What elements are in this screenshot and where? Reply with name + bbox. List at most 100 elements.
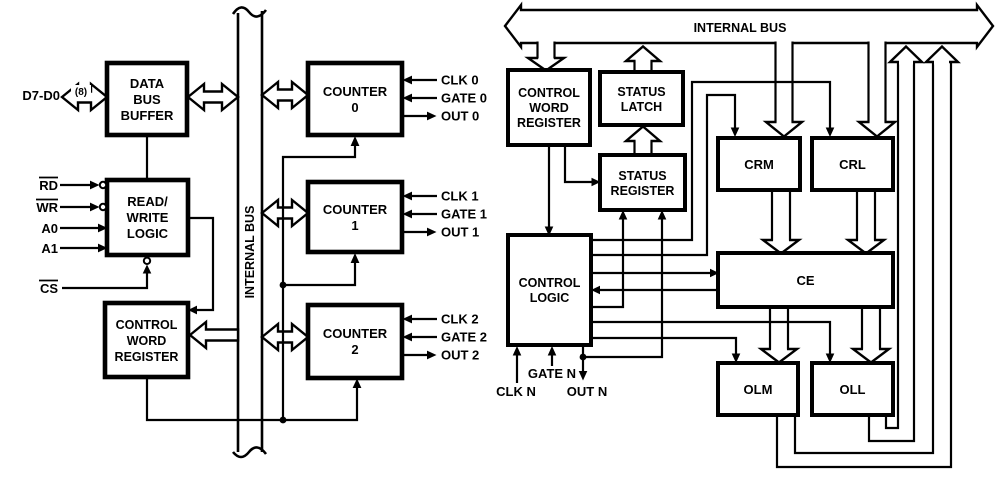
cwr-left-label-2: WORD [127, 334, 167, 348]
ce-box [716, 251, 895, 309]
output-latch-return-buses [775, 44, 961, 469]
cwr-right-label-2: WORD [529, 101, 569, 115]
rwl-label-2: WRITE [127, 210, 169, 225]
ce-label: CE [796, 273, 814, 288]
dbb-label-3: BUFFER [121, 108, 174, 123]
control-word-register-left-box [102, 300, 191, 380]
cwr-to-status-register-wire [563, 147, 592, 184]
bus-counter0-bidir-arrow [260, 79, 310, 111]
olm-label: OLM [744, 382, 773, 397]
clk2-arrowhead [402, 314, 412, 324]
out2-label: OUT 2 [441, 348, 479, 363]
counter-0-box [305, 60, 405, 138]
status-register-box [598, 153, 687, 212]
olm-return-bus-inner [793, 62, 935, 455]
control-riser-wire [281, 145, 357, 420]
ce-to-oll-shaft [863, 306, 879, 351]
olm-return-bus-outer [775, 62, 953, 469]
counter0-pins [402, 75, 437, 121]
oll-label: OLL [840, 382, 866, 397]
counter1-label-2: 1 [351, 218, 358, 233]
crm-label: CRM [744, 157, 774, 172]
status-latch-label-2: LATCH [621, 100, 662, 114]
crl-box [810, 136, 895, 192]
dbb-label-1: DATA [130, 76, 165, 91]
rwl-label-3: LOGIC [127, 226, 169, 241]
a0-pin-label: A0 [41, 221, 58, 236]
dbb-bus-bidir-arrow [186, 81, 240, 113]
status-register-label-2: REGISTER [611, 184, 675, 198]
cs-inverter-bubble [142, 256, 152, 265]
bus-to-crl-shaft [869, 40, 885, 124]
out1-label: OUT 1 [441, 225, 479, 240]
internal-bus-left [231, 6, 268, 459]
gate0-label: GATE 0 [441, 91, 487, 106]
out-n-arrowhead [578, 371, 588, 381]
counter0-label-1: COUNTER [323, 84, 388, 99]
cwr-left-label-1: CONTROL [116, 318, 178, 332]
oll-return-bus-inner [884, 62, 900, 430]
bus-torn-top [231, 6, 268, 18]
rd-pin-label: RD [39, 178, 58, 193]
cl-to-olm-wire [591, 336, 738, 354]
crm-to-ce-shaft-lines [770, 190, 792, 241]
out-n-to-status-register-wire [583, 219, 664, 359]
cs-arrowhead [142, 264, 152, 274]
cl-to-crm-arrowhead [730, 127, 740, 137]
cl-to-crm-wire [591, 93, 737, 257]
status-latch-to-bus-arrowhead [622, 44, 664, 63]
status-latch-label-1: STATUS [617, 85, 665, 99]
data-bus-buffer-box [104, 60, 190, 138]
out1-arrowhead [427, 227, 437, 237]
cl-to-oll-arrowhead [825, 353, 835, 363]
cwr-to-control-logic-arrowhead [544, 226, 554, 236]
a1-arrowhead [98, 243, 108, 253]
gate2-label: GATE 2 [441, 330, 487, 345]
rd-inverter-bubble [98, 180, 108, 190]
status-latch-box [598, 70, 685, 127]
labels-left: D7-D0 (8) DATA BUS BUFFER READ/ WRITE LO… [22, 73, 487, 365]
internal-bus-right [503, 1, 995, 51]
oll-return-arrowhead [887, 44, 925, 64]
status-register-to-latch-arrowhead [622, 124, 664, 143]
counter0-control-arrowhead [350, 136, 360, 146]
wr-inverter-bubble [98, 202, 108, 212]
dbb-label-2: BUS [133, 92, 161, 107]
status-latch-to-bus-shaft [635, 59, 651, 73]
olm-return-notch [934, 60, 949, 65]
labels-right: INTERNAL BUS CONTROL WORD REGISTER STATU… [496, 21, 866, 399]
junction-dot [579, 353, 587, 361]
cl-to-status-register-arrowhead [618, 210, 628, 220]
a1-pin-label: A1 [41, 241, 58, 256]
bus-to-crm-arrowhead [762, 120, 806, 139]
cl-to-crl-wire [591, 80, 832, 242]
rwl-to-cwr-wire [188, 216, 215, 312]
clk-n-label: CLK N [496, 384, 536, 399]
bus-to-crl-shaft-lines [867, 41, 887, 123]
oll-return-notch [899, 60, 913, 65]
cwr-left-label-3: REGISTER [115, 350, 179, 364]
cwr-right-label-1: CONTROL [518, 86, 580, 100]
clk0-arrowhead [402, 75, 412, 85]
counter2-label-1: COUNTER [323, 326, 388, 341]
wr-pin-label: WR [36, 200, 58, 215]
oll-return-bus-outer [867, 62, 916, 443]
wires-left [60, 75, 437, 424]
clk1-arrowhead [402, 191, 412, 201]
counter-1-box [305, 179, 405, 255]
counter2-control-arrowhead [352, 378, 362, 388]
bus-counter1-bidir-arrow [260, 197, 310, 229]
ce-to-olm-shaft [771, 306, 787, 351]
out-n-to-status-register-arrowhead [657, 210, 667, 220]
gate1-label: GATE 1 [441, 207, 487, 222]
counter1-control-arrowhead [350, 253, 360, 263]
bus-to-crl-arrowhead [855, 120, 899, 139]
rd-arrowhead [90, 180, 100, 190]
out-n-label: OUT N [567, 384, 607, 399]
bus-to-cwr-arrow [188, 319, 240, 351]
boxes-right [506, 68, 895, 417]
hollow-arrows-left [60, 79, 310, 353]
ce-to-oll-arrowhead [849, 347, 893, 364]
bus-to-cwr-shaft-lines [536, 41, 556, 59]
